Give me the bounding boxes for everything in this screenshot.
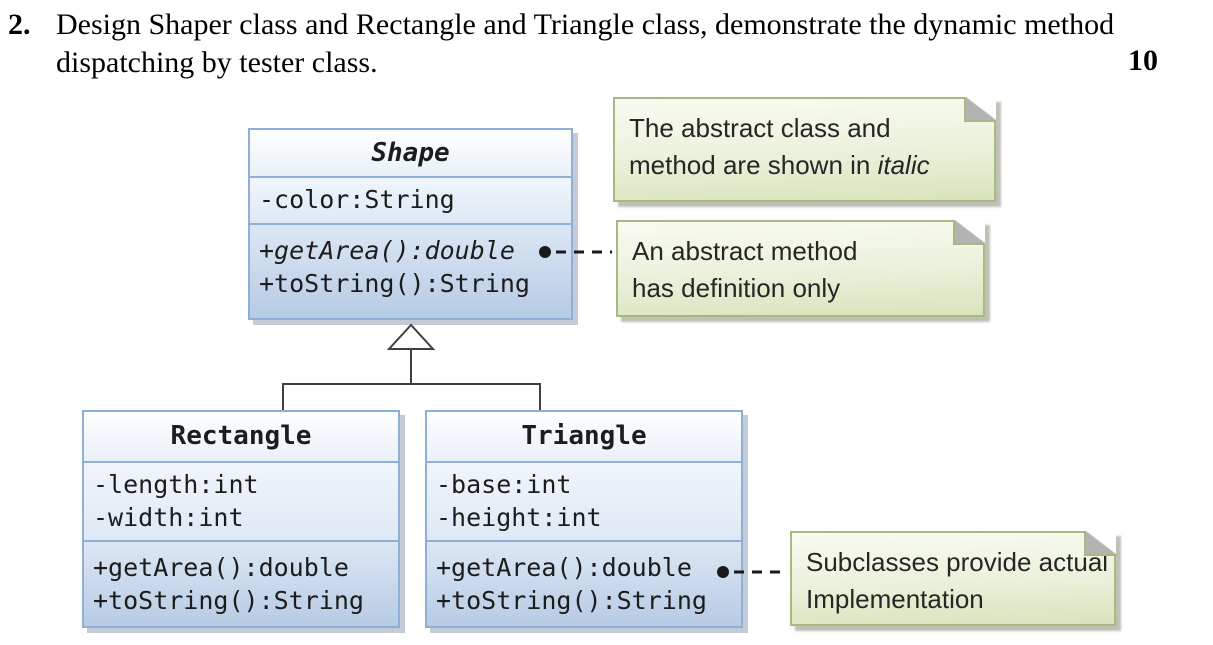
note-abstract-class: The abstract class and method are shown …: [613, 97, 996, 202]
class-box-shape: Shape -color:String +getArea():double +t…: [248, 128, 573, 320]
note-fold-icon: [953, 220, 985, 245]
note-subclasses: Subclasses provide actual Implementation: [790, 531, 1116, 626]
class-method: +toString():String: [436, 586, 707, 615]
class-attribute: -length:int: [93, 469, 259, 499]
class-attribute: -height:int: [436, 502, 602, 532]
note-line2: has definition only: [632, 273, 841, 303]
note-line1: The abstract class and: [629, 113, 891, 143]
class-title-triangle: Triangle: [427, 412, 741, 463]
class-title-rectangle: Rectangle: [84, 412, 398, 463]
note-abstract-method: An abstract method has definition only: [616, 220, 985, 317]
class-attribute: -color:String: [259, 185, 455, 214]
note-fold-icon: [964, 97, 996, 122]
class-box-triangle: Triangle -base:int -height:int +getArea(…: [425, 410, 743, 628]
question-text-line1: Design Shaper class and Rectangle and Tr…: [56, 8, 1115, 41]
class-method: +toString():String: [93, 586, 364, 615]
question-number: 2.: [8, 8, 31, 41]
class-method: +toString():String: [259, 269, 530, 298]
note-line1: Subclasses provide actual: [806, 547, 1109, 577]
class-method: +getArea():double: [93, 553, 349, 582]
class-method-abstract: +getArea():double: [259, 236, 515, 265]
note-italic-word: italic: [877, 150, 930, 180]
class-method: +getArea():double: [436, 553, 692, 582]
question-text-line2: dispatching by tester class.: [56, 46, 378, 79]
question-marks: 10: [1128, 44, 1158, 77]
class-attribute: -width:int: [93, 502, 244, 532]
note-line2: Implementation: [806, 584, 984, 614]
note-line1: An abstract method: [632, 236, 858, 266]
inheritance-triangle-icon: [386, 323, 436, 350]
class-attribute: -base:int: [436, 469, 572, 499]
note-fold-icon: [1084, 531, 1116, 556]
note-line2: method are shown in italic: [629, 150, 930, 180]
class-title-shape: Shape: [250, 130, 571, 178]
class-box-rectangle: Rectangle -length:int -width:int +getAre…: [82, 410, 400, 628]
